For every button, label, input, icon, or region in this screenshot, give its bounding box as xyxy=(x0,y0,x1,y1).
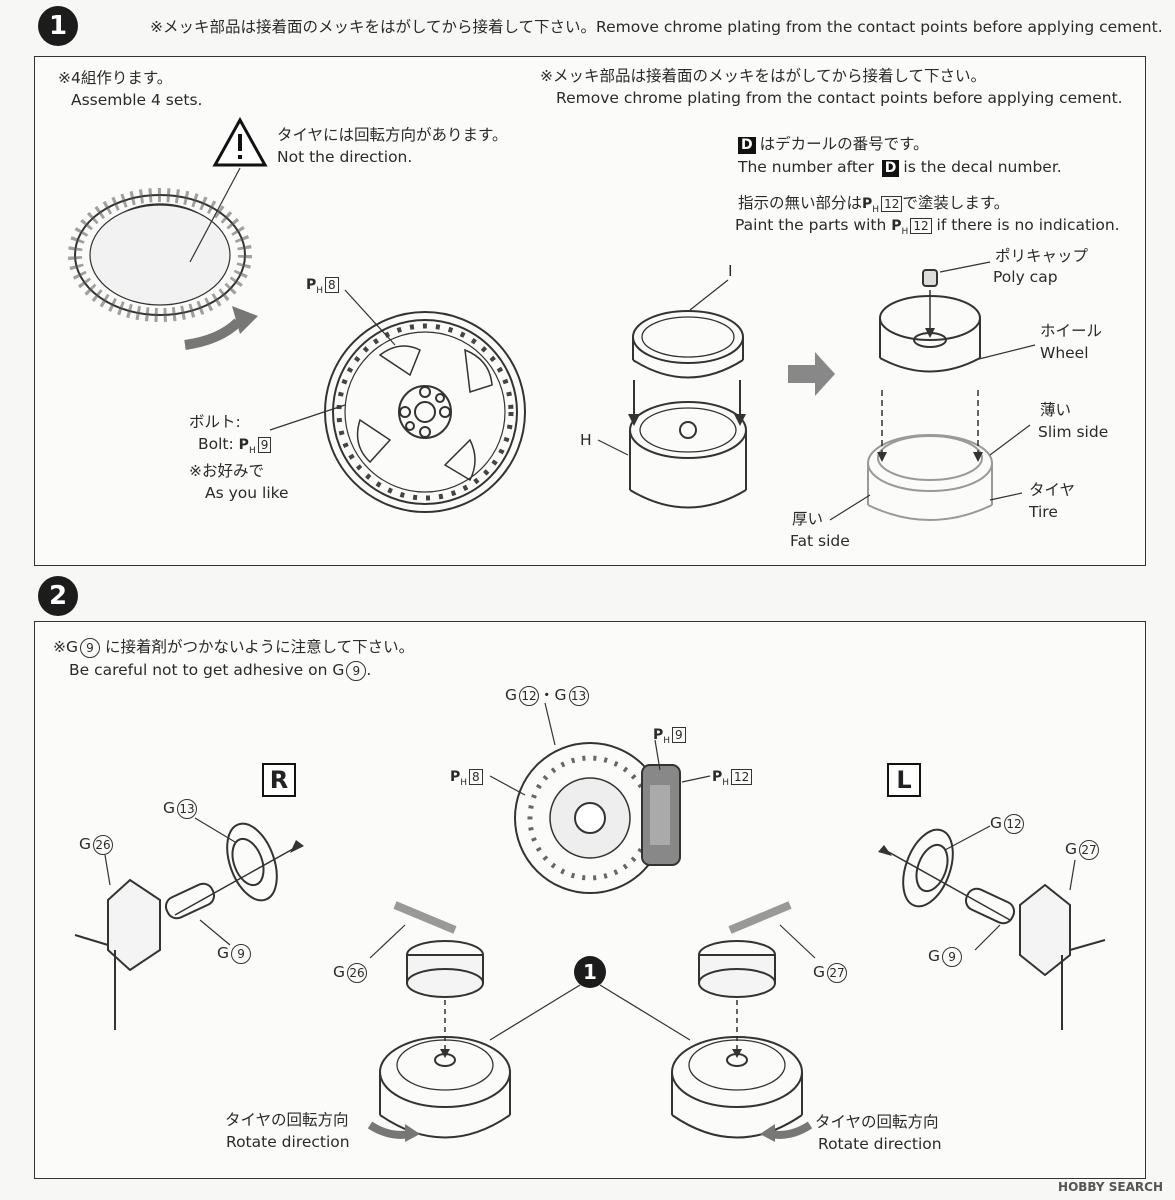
center-left-assembly-drawing xyxy=(379,901,511,1139)
paint-code-marker-en: PH xyxy=(891,218,909,237)
bolt-color-code: 9 xyxy=(257,437,272,453)
fat-label-en: Fat side xyxy=(790,532,850,550)
rim-color-code: 8 xyxy=(325,277,339,293)
wheel-tire-assembly-drawing xyxy=(867,269,993,521)
center-right-assembly-drawing xyxy=(671,901,803,1139)
decal-marker: D xyxy=(738,137,756,154)
rotate-left-en: Rotate direction xyxy=(226,1133,350,1151)
rotate-left-jp: タイヤの回転方向 xyxy=(225,1111,349,1129)
step-1-reference-badge: 1 xyxy=(574,956,606,988)
brake-disc-drawing xyxy=(514,742,681,894)
slim-label-en: Slim side xyxy=(1038,423,1109,441)
rotate-right-jp: タイヤの回転方向 xyxy=(815,1113,939,1131)
polycap-label-en: Poly cap xyxy=(993,268,1058,286)
warning-icon xyxy=(212,116,268,167)
slim-label-jp: 薄い xyxy=(1040,401,1072,419)
paint-code-marker: PH xyxy=(862,196,880,215)
like-note-jp: ※お好みで xyxy=(189,462,264,480)
sets-note-en: Assemble 4 sets. xyxy=(71,91,203,109)
part-i-label: I xyxy=(728,262,733,280)
left-hub-drawing xyxy=(902,828,1106,1030)
paint-color-code-en: 12 xyxy=(910,218,932,234)
polycap-label-jp: ポリキャップ xyxy=(995,247,1089,265)
decal-note-jp-text: はデカールの番号です。 xyxy=(759,135,929,153)
paint-note-en-after: if there is no indication. xyxy=(936,216,1120,234)
step-1-header-note: ※メッキ部品は接着面のメッキをはがしてから接着して下さい。Remove chro… xyxy=(150,18,1163,36)
bolt-label-jp: ボルト: xyxy=(189,413,241,431)
paint-color-code: 12 xyxy=(881,196,903,212)
paint-note-en-before: Paint the parts with xyxy=(735,216,887,234)
step-1-panel xyxy=(34,56,1146,566)
step-2-badge: 2 xyxy=(38,576,78,616)
g9-marker-en: 9 xyxy=(346,661,367,681)
sets-note-jp: ※4組作ります。 xyxy=(58,69,173,87)
chrome-note-en: Remove chrome plating from the contact p… xyxy=(556,89,1123,107)
tire-label-jp: タイヤ xyxy=(1029,481,1076,499)
step-2-panel xyxy=(34,621,1146,1179)
left-side-label: L xyxy=(887,763,921,797)
direction-note-en: Not the direction. xyxy=(277,148,413,166)
chrome-note-jp: ※メッキ部品は接着面のメッキをはがしてから接着して下さい。 xyxy=(540,67,987,85)
tire-drawing xyxy=(68,188,252,322)
wheel-label-jp: ホイール xyxy=(1040,322,1103,340)
watermark: HOBBY SEARCH xyxy=(1058,1180,1163,1194)
step-1-badge: 1 xyxy=(38,6,78,46)
rim-assembly-drawing xyxy=(629,310,747,509)
direction-note-jp: タイヤには回転方向があります。 xyxy=(277,126,508,144)
paint-note-jp-before: 指示の無い部分は xyxy=(738,194,863,212)
decal-note-en-after: is the decal number. xyxy=(903,158,1062,176)
decal-note-en-before: The number after xyxy=(738,158,874,176)
bolt-label-en-text: Bolt: xyxy=(198,435,234,453)
right-hub-drawing xyxy=(74,822,278,1030)
paint-note-jp-after: で塗装します。 xyxy=(902,194,1010,212)
tire-label-en: Tire xyxy=(1029,503,1058,521)
rotate-right-en: Rotate direction xyxy=(818,1135,942,1153)
like-note-en: As you like xyxy=(205,484,289,502)
wheel-label-en: Wheel xyxy=(1040,344,1089,362)
g9-marker: 9 xyxy=(80,638,100,658)
fat-label-jp: 厚い xyxy=(792,510,824,528)
right-side-label: R xyxy=(262,763,296,797)
decal-marker-en: D xyxy=(881,160,900,177)
part-h-label: H xyxy=(580,431,592,449)
